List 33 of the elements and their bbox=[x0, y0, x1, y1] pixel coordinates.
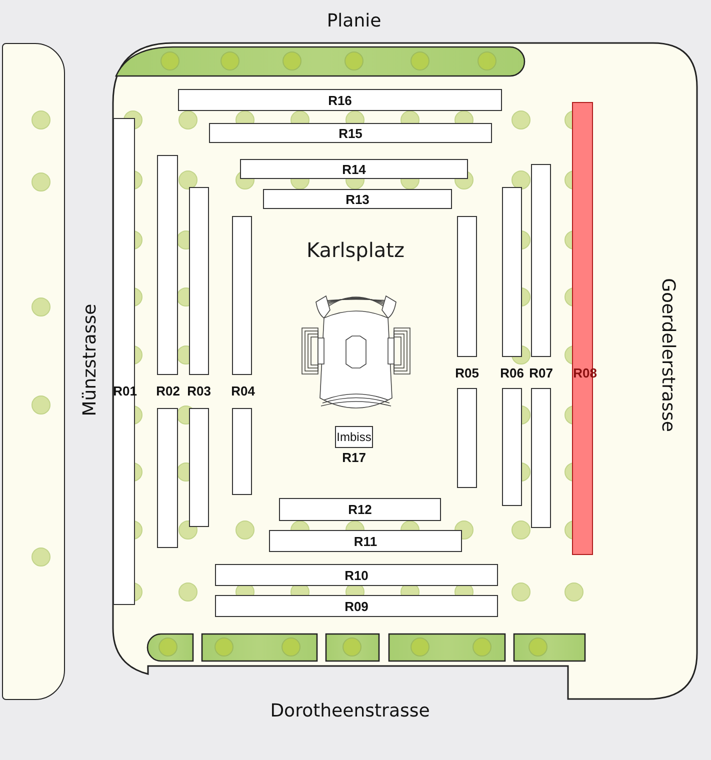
market-stall bbox=[232, 216, 252, 375]
market-stall bbox=[502, 388, 522, 506]
market-stall: R12 bbox=[279, 498, 441, 521]
market-stall bbox=[502, 187, 522, 357]
market-stall bbox=[189, 408, 209, 527]
market-stall: R15 bbox=[209, 123, 492, 143]
row-number: R07 bbox=[529, 366, 553, 380]
market-stall: R14 bbox=[240, 159, 468, 179]
market-stall: R13 bbox=[263, 189, 452, 209]
market-stall bbox=[531, 388, 551, 528]
stall-number: R17 bbox=[342, 450, 366, 465]
market-stall: R09 bbox=[215, 595, 498, 617]
market-stall bbox=[157, 408, 178, 548]
row-number: R05 bbox=[455, 366, 479, 380]
street-name: Münzstrasse bbox=[80, 304, 100, 416]
market-stall: R10 bbox=[215, 564, 498, 586]
market-stall: R11 bbox=[269, 530, 462, 552]
row-number: R06 bbox=[500, 366, 524, 380]
market-stall bbox=[113, 118, 135, 605]
street-name: Dorotheenstrasse bbox=[270, 700, 430, 722]
square-name: Karlsplatz bbox=[305, 238, 406, 262]
row-number: R03 bbox=[187, 384, 211, 398]
market-stall bbox=[457, 388, 477, 488]
row-number: R02 bbox=[156, 384, 180, 398]
market-stall bbox=[232, 408, 252, 495]
market-stall bbox=[457, 216, 477, 357]
market-stall bbox=[189, 187, 209, 375]
market-stall bbox=[531, 164, 551, 357]
street-name: Planie bbox=[326, 10, 382, 32]
row-number: R04 bbox=[231, 384, 255, 398]
street-name: Goerdelerstrasse bbox=[658, 278, 678, 432]
market-stall: R16 bbox=[178, 89, 502, 111]
market-stall bbox=[157, 155, 178, 375]
